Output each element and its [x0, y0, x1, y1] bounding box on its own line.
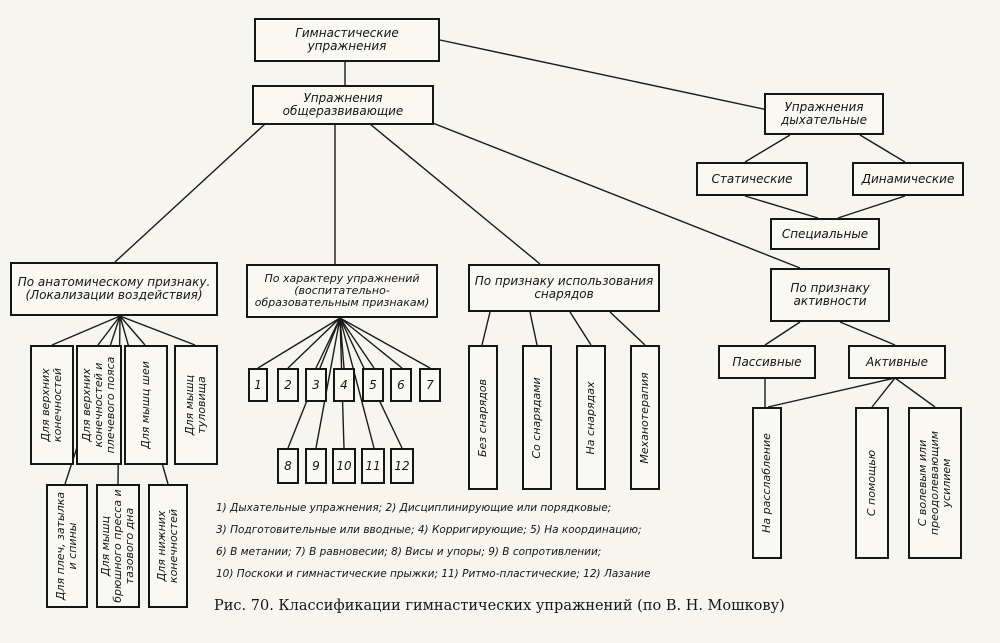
anatomical-label: По анатомическому признаку. (Локализации… — [17, 275, 211, 302]
anatomical-item-1-label: Для верхних конечностей — [39, 367, 64, 443]
apparatus-item-2-label: Со снарядами — [530, 376, 543, 459]
active-label: Активные — [865, 354, 929, 369]
special-node: Специальные — [770, 218, 880, 250]
special-label: Специальные — [781, 226, 869, 241]
activity-item-2: С помощью — [855, 407, 889, 559]
figure-caption: Рис. 70. Классификации гимнастических уп… — [214, 598, 785, 614]
static-node: Статические — [696, 162, 808, 196]
number-10-label: 10 — [336, 459, 352, 473]
character-number-10: 10 — [332, 448, 356, 484]
legend-line-3: 6) В метании; 7) В равновесии; 8) Висы и… — [216, 546, 602, 558]
apparatus-item-4-label: Механотерапия — [638, 371, 651, 464]
character-node: По характеру упражнений (воспитательно-о… — [246, 264, 438, 318]
legend-line-1: 1) Дыхательные упражнения; 2) Дисциплини… — [216, 502, 612, 514]
character-number-2: 2 — [277, 368, 299, 402]
anatomical-item-3-label: Для мышц шеи — [139, 361, 152, 449]
activity-item-3-label: С волевым или преодолевающим усилием — [916, 430, 953, 536]
activity-label: По признаку активности — [790, 281, 870, 308]
number-6-label: 6 — [397, 378, 405, 392]
general-label: Упражнения общеразвивающие — [282, 91, 404, 118]
passive-node: Пассивные — [718, 345, 816, 379]
character-number-11: 11 — [361, 448, 385, 484]
character-number-12: 12 — [390, 448, 414, 484]
root-label: Гимнастические упражнения — [295, 26, 399, 53]
character-number-9: 9 — [305, 448, 327, 484]
active-node: Активные — [848, 345, 946, 379]
number-8-label: 8 — [284, 459, 292, 473]
activity-item-1-label: На расслабление — [760, 433, 773, 533]
character-number-1: 1 — [248, 368, 268, 402]
anatomical-item-5: Для плеч, затылка и спины — [46, 484, 88, 608]
passive-label: Пассивные — [732, 354, 802, 369]
activity-node: По признаку активности — [770, 268, 890, 322]
character-number-8: 8 — [277, 448, 299, 484]
dynamic-node: Динамические — [852, 162, 964, 196]
number-2-label: 2 — [284, 378, 292, 392]
anatomical-node: По анатомическому признаку. (Локализации… — [10, 262, 218, 316]
activity-item-3: С волевым или преодолевающим усилием — [908, 407, 962, 559]
apparatus-node: По признаку использования снарядов — [468, 264, 660, 312]
anatomical-item-1: Для верхних конечностей — [30, 345, 74, 465]
character-number-3: 3 — [305, 368, 327, 402]
activity-item-2-label: С помощью — [865, 449, 878, 517]
apparatus-item-3-label: На снарядах — [584, 381, 597, 454]
number-4-label: 4 — [340, 378, 348, 392]
apparatus-item-4: Механотерапия — [630, 345, 660, 490]
activity-item-1: На расслабление — [752, 407, 782, 559]
number-11-label: 11 — [365, 459, 381, 473]
apparatus-label: По признаку использования снарядов — [474, 274, 654, 301]
character-number-5: 5 — [362, 368, 384, 402]
breathing-node: Упражнения дыхательные — [764, 93, 884, 135]
character-label: По характеру упражнений (воспитательно-о… — [254, 272, 430, 309]
anatomical-item-7-label: Для нижних конечностей — [155, 508, 180, 584]
general-node: Упражнения общеразвивающие — [252, 85, 434, 125]
character-number-6: 6 — [390, 368, 412, 402]
legend: 1) Дыхательные упражнения; 2) Дисциплини… — [216, 497, 650, 585]
number-12-label: 12 — [394, 459, 410, 473]
number-3-label: 3 — [312, 378, 320, 392]
apparatus-item-3: На снарядах — [576, 345, 606, 490]
anatomical-item-4-label: Для мышц туловища — [183, 374, 208, 436]
legend-line-4: 10) Поскоки и гимнастические прыжки; 11)… — [216, 568, 651, 580]
legend-line-2: 3) Подготовительные или вводные; 4) Корр… — [216, 524, 642, 536]
anatomical-item-4: Для мышц туловища — [174, 345, 218, 465]
anatomical-item-2-label: Для верхних конечностей и плечевого пояс… — [80, 356, 117, 454]
apparatus-item-1: Без снарядов — [468, 345, 498, 490]
anatomical-item-3: Для мышц шеи — [124, 345, 168, 465]
dynamic-label: Динамические — [861, 171, 955, 186]
breathing-label: Упражнения дыхательные — [780, 100, 868, 127]
number-1-label: 1 — [254, 378, 262, 392]
anatomical-item-6-label: Для мышц брюшного пресса и тазового дна — [99, 489, 136, 603]
anatomical-item-5-label: Для плеч, затылка и спины — [54, 491, 79, 601]
anatomical-item-7: Для нижних конечностей — [148, 484, 188, 608]
apparatus-item-1-label: Без снарядов — [476, 378, 489, 457]
character-number-7: 7 — [419, 368, 441, 402]
number-9-label: 9 — [312, 459, 320, 473]
anatomical-item-6: Для мышц брюшного пресса и тазового дна — [96, 484, 140, 608]
anatomical-item-2: Для верхних конечностей и плечевого пояс… — [76, 345, 122, 465]
number-7-label: 7 — [426, 378, 434, 392]
apparatus-item-2: Со снарядами — [522, 345, 552, 490]
root-node: Гимнастические упражнения — [254, 18, 440, 62]
static-label: Статические — [711, 171, 793, 186]
character-number-4: 4 — [333, 368, 355, 402]
number-5-label: 5 — [369, 378, 377, 392]
